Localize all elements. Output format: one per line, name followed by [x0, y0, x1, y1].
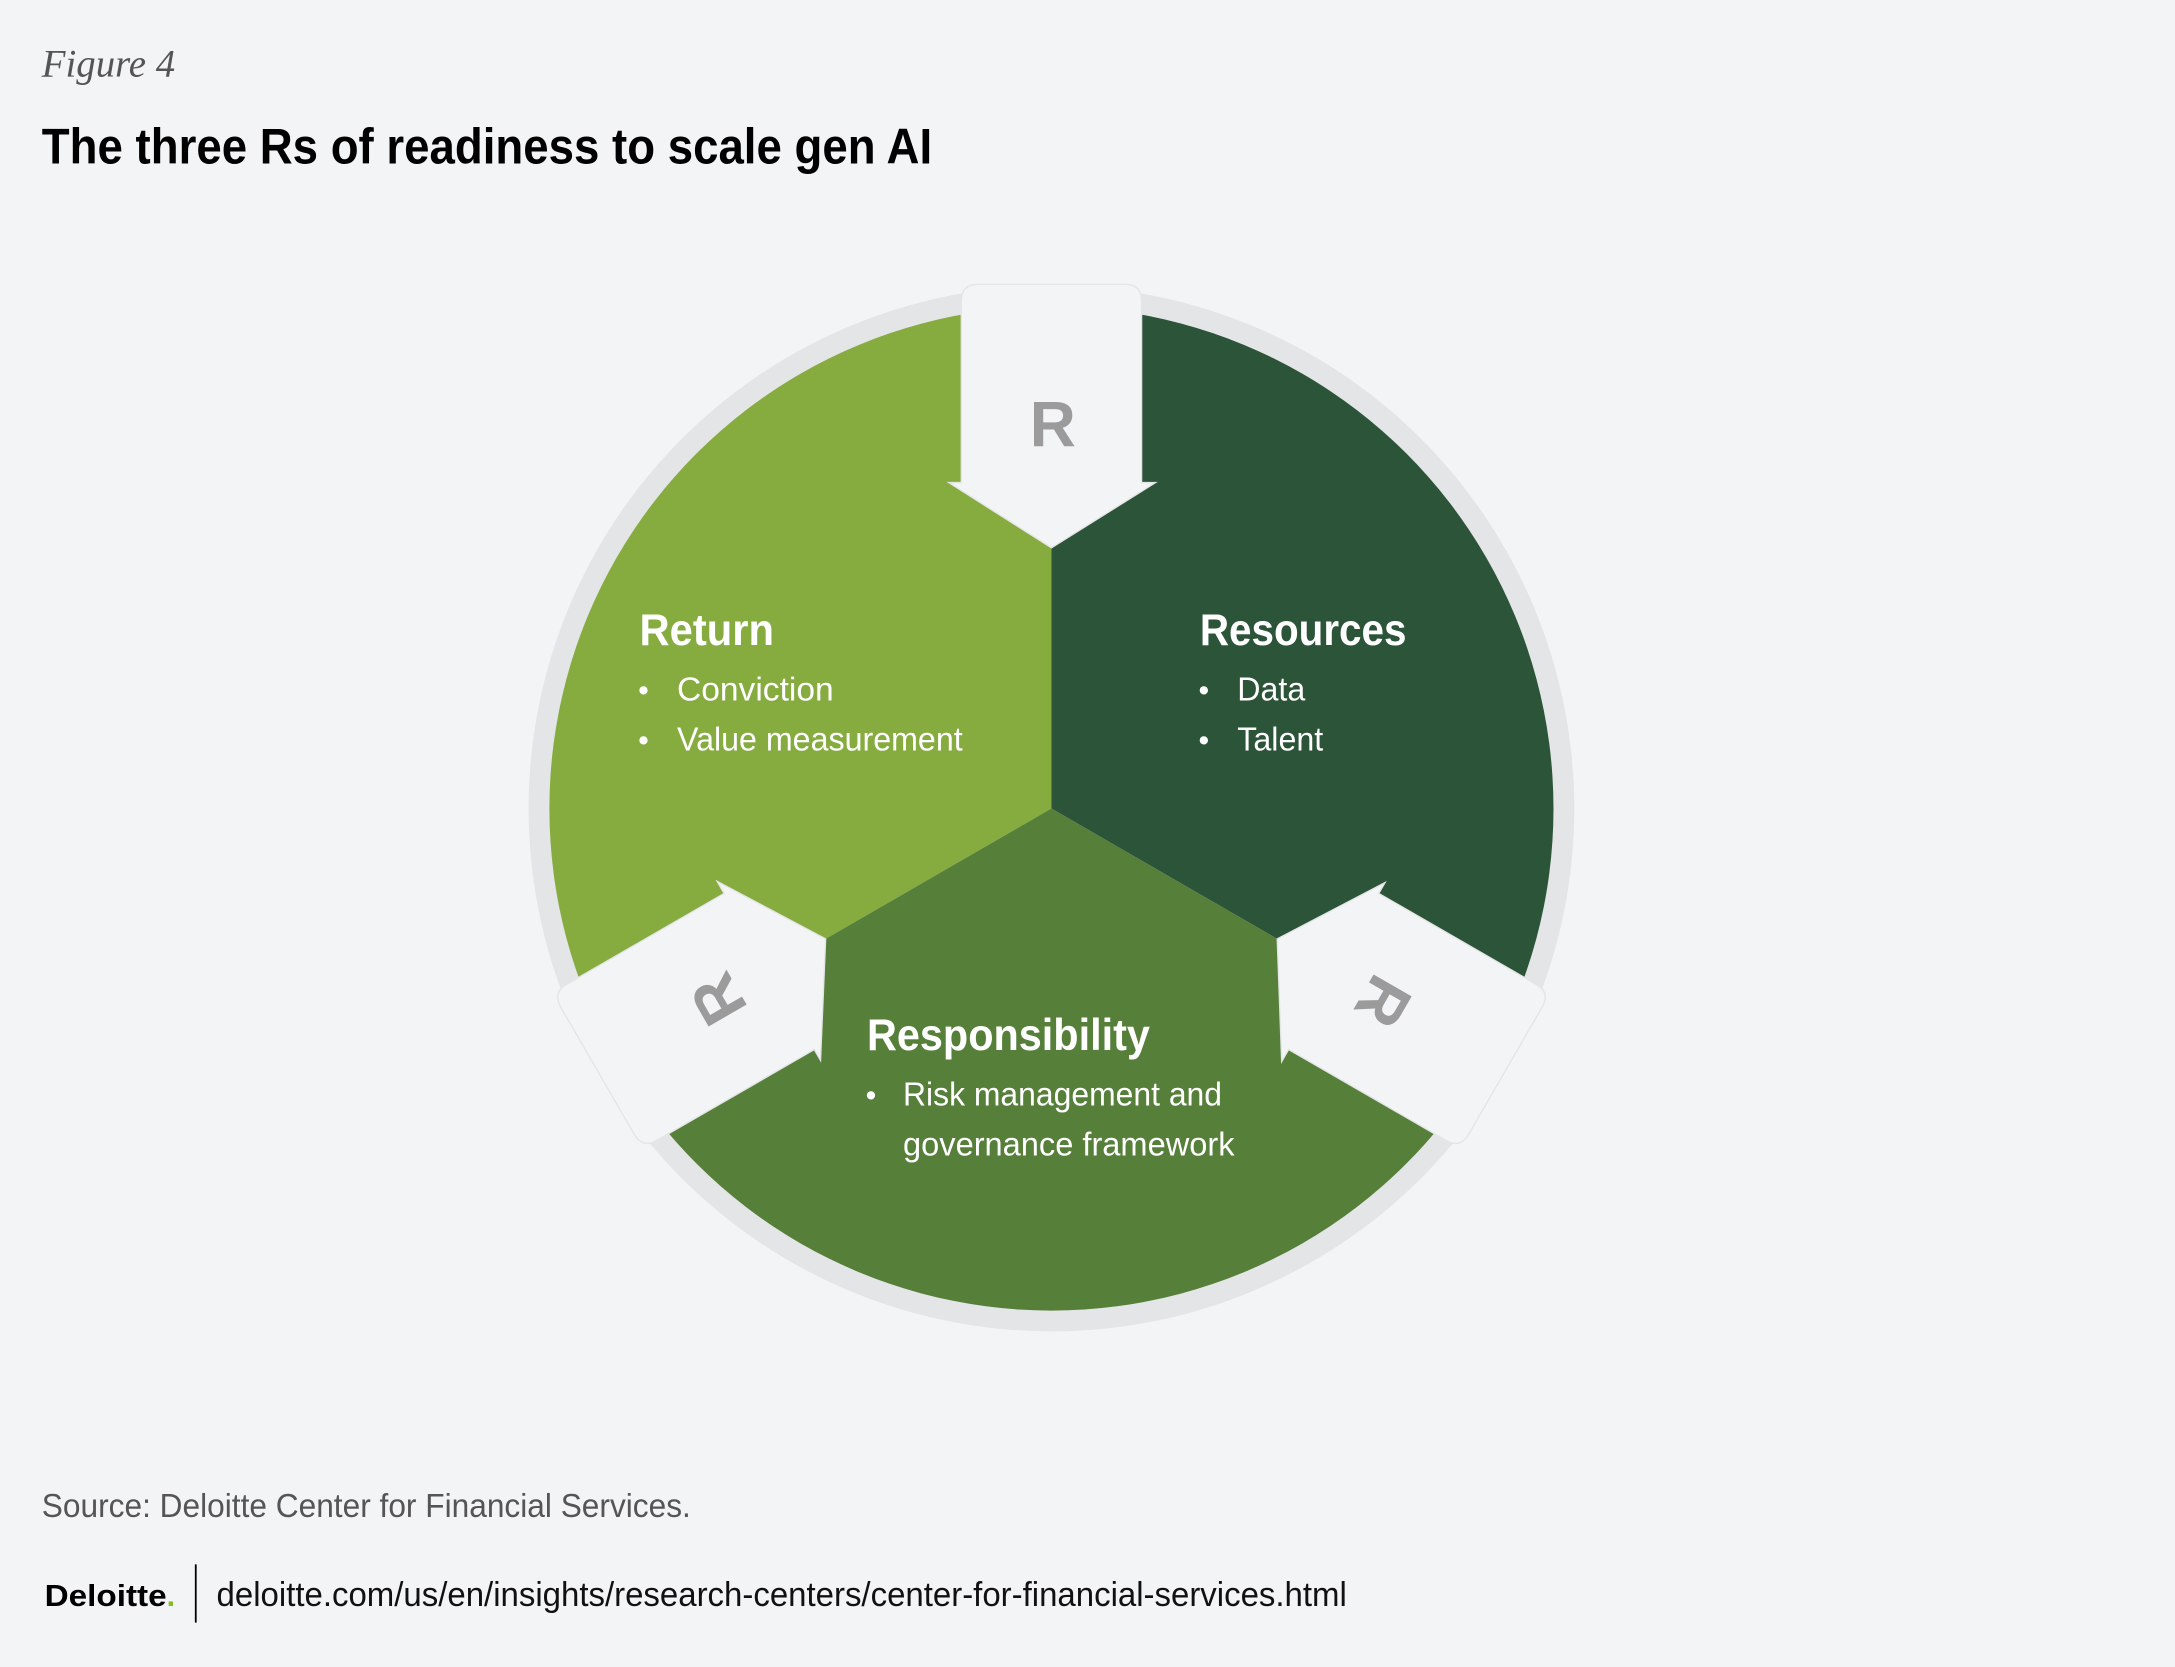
bullet-icon: •: [1198, 723, 1209, 757]
arrow-shape: [556, 879, 827, 1145]
bullet-text: governance framework: [903, 1126, 1235, 1163]
segment-responsibility: [616, 808, 1487, 1311]
segment-title: Return: [640, 606, 775, 655]
segment-resources: [1051, 306, 1554, 1060]
resources-label-group: Resources • Data • Talent: [1198, 606, 1406, 758]
page-title: The three Rs of readiness to scale gen A…: [42, 119, 932, 175]
arrow-shape: [1276, 880, 1546, 1145]
bullet-text: Value measurement: [677, 721, 963, 758]
bullet-icon: •: [638, 673, 649, 707]
arrow-lower-right: R: [1276, 880, 1546, 1145]
segment-return: [549, 306, 1052, 1060]
three-rs-diagram: R R R Return • Conviction • Value measur…: [528, 283, 1575, 1332]
bullet-icon: •: [638, 723, 649, 757]
bullet-text: Risk management and: [903, 1076, 1222, 1113]
figure-label: Figure 4: [41, 42, 175, 85]
arrow-top: R: [946, 283, 1158, 549]
bullet-text: Conviction: [677, 671, 834, 708]
return-label-group: Return • Conviction • Value measurement: [638, 606, 963, 758]
arrow-letter: R: [1030, 389, 1076, 461]
bullet-text: Talent: [1237, 721, 1323, 758]
bullet-icon: •: [1198, 673, 1209, 707]
bullet-icon: •: [866, 1078, 877, 1112]
arrow-shape: [946, 283, 1158, 549]
responsibility-label-group: Responsibility • Risk management and gov…: [866, 1011, 1235, 1163]
footer-url-link[interactable]: deloitte.com/us/en/insights/research-cen…: [217, 1576, 1347, 1614]
segment-title: Responsibility: [867, 1011, 1150, 1060]
segment-title: Resources: [1200, 606, 1407, 655]
bullet-text: Data: [1237, 671, 1305, 708]
source-note: Source: Deloitte Center for Financial Se…: [42, 1488, 691, 1525]
footer: Deloitte. deloitte.com/us/en/insights/re…: [45, 1564, 1347, 1623]
arrow-lower-left: R: [556, 879, 827, 1145]
deloitte-logo: Deloitte.: [45, 1579, 176, 1613]
